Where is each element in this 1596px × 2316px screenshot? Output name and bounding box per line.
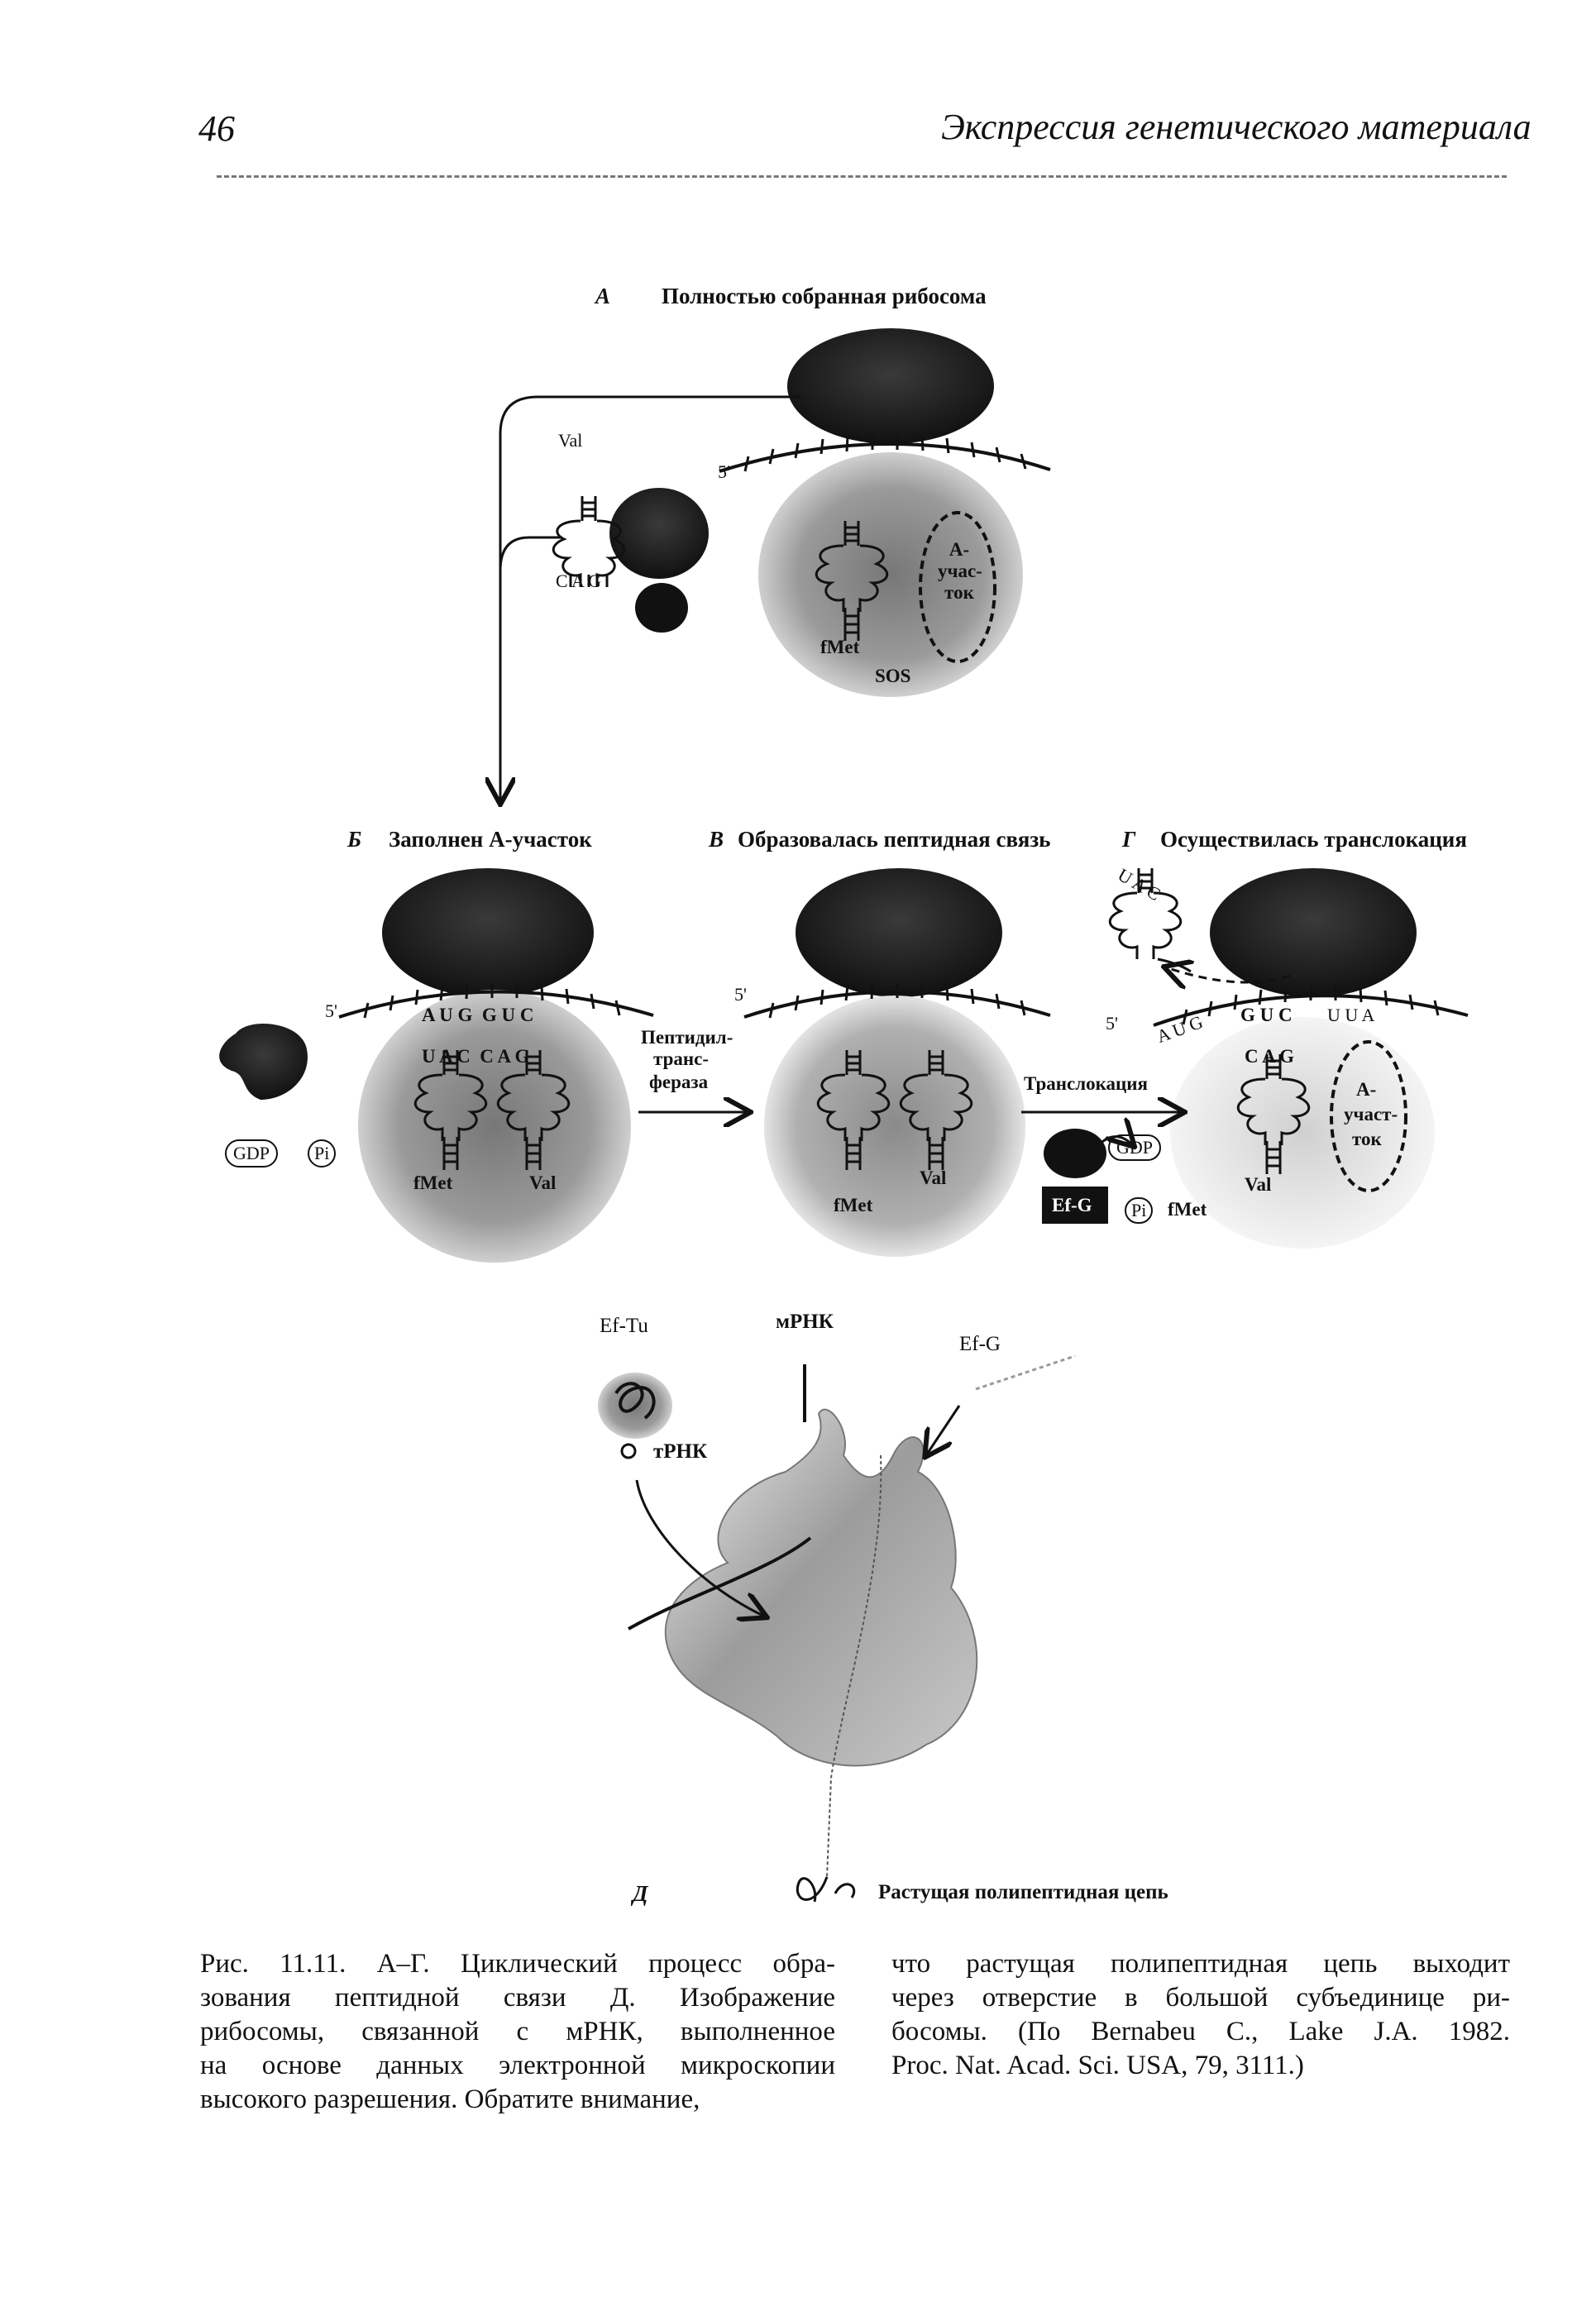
panel-c-title: Образовалась пептидная связь xyxy=(738,827,1051,852)
panel-g-anticodon: C A G xyxy=(1245,1046,1295,1067)
panel-c-fmet: fMet xyxy=(834,1195,873,1215)
panel-a-mrna xyxy=(719,442,1051,473)
caption-left-line: Рис. 11.11. А–Г. Циклический процесс обр… xyxy=(200,1949,835,1979)
panel-a-title: Полностью собранная рибосома xyxy=(662,284,987,308)
page-number: 46 xyxy=(198,108,235,149)
panel-g-gdp: GDP xyxy=(1108,1134,1162,1161)
panel-c-letter: В xyxy=(709,827,724,852)
panel-b-title: Заполнен А-участок xyxy=(389,827,592,852)
caption-left: Рис. 11.11. А–Г. Циклический процесс обр… xyxy=(200,1947,835,2117)
panel-d-letter: Д xyxy=(633,1881,648,1906)
panel-d-ribosome xyxy=(598,1354,1076,1903)
header-rule xyxy=(217,175,1507,178)
caption-right-line: что растущая полипептидная цепь выходит xyxy=(891,1949,1510,1979)
panel-b-five-prime: 5' xyxy=(325,1000,337,1021)
panel-g-fmet: fMet xyxy=(1168,1199,1207,1220)
panel-g-five-prime: 5' xyxy=(1106,1013,1118,1034)
panel-c-five-prime: 5' xyxy=(734,984,747,1005)
panel-g-codon-right: U U A xyxy=(1327,1005,1375,1025)
caption-left-line: высокого разрешения. Обратите внимание, xyxy=(200,2084,700,2114)
panel-a-val: Val xyxy=(558,430,583,451)
panel-b-anticodons: U A C C A G xyxy=(422,1046,530,1067)
panel-a-five-prime: 5' xyxy=(718,461,730,482)
panel-c-enzyme-1: Пептидил- xyxy=(641,1027,733,1048)
panel-b-pi: Pi xyxy=(308,1139,337,1168)
running-title: Экспрессия генетического материала xyxy=(941,107,1531,147)
caption-left-line: зования пептидной связи Д. Изображение xyxy=(200,1983,835,2013)
panel-b-val: Val xyxy=(529,1172,557,1193)
panel-d-chain-label: Растущая полипептидная цепь xyxy=(878,1881,1168,1903)
panel-d-trna: тРНК xyxy=(653,1440,708,1463)
panel-b xyxy=(219,868,654,1263)
caption-right: что растущая полипептидная цепь выходит … xyxy=(891,1947,1510,2083)
panel-b-fmet: fMet xyxy=(413,1172,453,1193)
panel-b-letter: Б xyxy=(347,827,362,852)
panel-g-a-site-1: А- xyxy=(1356,1079,1377,1100)
panel-g-letter: Г xyxy=(1122,827,1136,852)
caption-right-line: босомы. (По Bernabeu C., Lake J.A. 1982. xyxy=(891,2017,1510,2046)
panel-a-anticodon: C A G xyxy=(556,571,602,591)
caption-right-line: через отверстие в большой субъединице ри… xyxy=(891,1983,1510,2013)
panel-g-codon-mid: G U C xyxy=(1240,1005,1293,1025)
panel-d-mrna: мРНК xyxy=(776,1311,834,1333)
panel-a-fmet: fMet xyxy=(820,637,860,657)
panel-g-pi: Pi xyxy=(1125,1197,1154,1224)
panel-g-a-site-3: ток xyxy=(1352,1129,1382,1149)
panel-a-large-subunit xyxy=(787,328,994,444)
caption-left-line: на основе данных электронной микроскопии xyxy=(200,2051,835,2080)
panel-a-letter: А xyxy=(595,284,611,308)
panel-a xyxy=(500,328,1051,802)
panel-c-enzyme-3: фераза xyxy=(649,1072,709,1092)
panel-d-ef-g: Ef-G xyxy=(959,1333,1001,1355)
panel-c-enzyme-2: транс- xyxy=(653,1048,709,1069)
panel-d-ef-tu: Ef-Tu xyxy=(600,1315,648,1337)
panel-a-a-site xyxy=(919,511,996,663)
panel-c xyxy=(638,868,1051,1257)
panel-c-val: Val xyxy=(920,1168,947,1188)
caption-right-line: Proc. Nat. Acad. Sci. USA, 79, 3111.) xyxy=(891,2051,1304,2080)
caption-left-line: рибосомы, связанной с мРНК, выполненное xyxy=(200,2017,835,2046)
panel-g-val: Val xyxy=(1245,1174,1272,1195)
panel-a-sos: SOS xyxy=(875,666,911,686)
panel-b-codons: A U G G U C xyxy=(422,1005,534,1025)
panel-a-small-subunit-halo xyxy=(758,452,1023,697)
panel-a-a-site-label: А-учас-ток xyxy=(938,539,982,603)
panel-g xyxy=(1021,867,1469,1249)
panel-g-a-site-2: участ- xyxy=(1344,1104,1398,1125)
panel-g-efg: Ef-G xyxy=(1052,1195,1092,1215)
panel-b-gdp: GDP xyxy=(225,1139,279,1168)
panel-g-a-site xyxy=(1330,1040,1407,1192)
panel-g-title: Осуществилась транслокация xyxy=(1160,827,1467,852)
panel-g-translocation: Транслокация xyxy=(1024,1073,1148,1094)
